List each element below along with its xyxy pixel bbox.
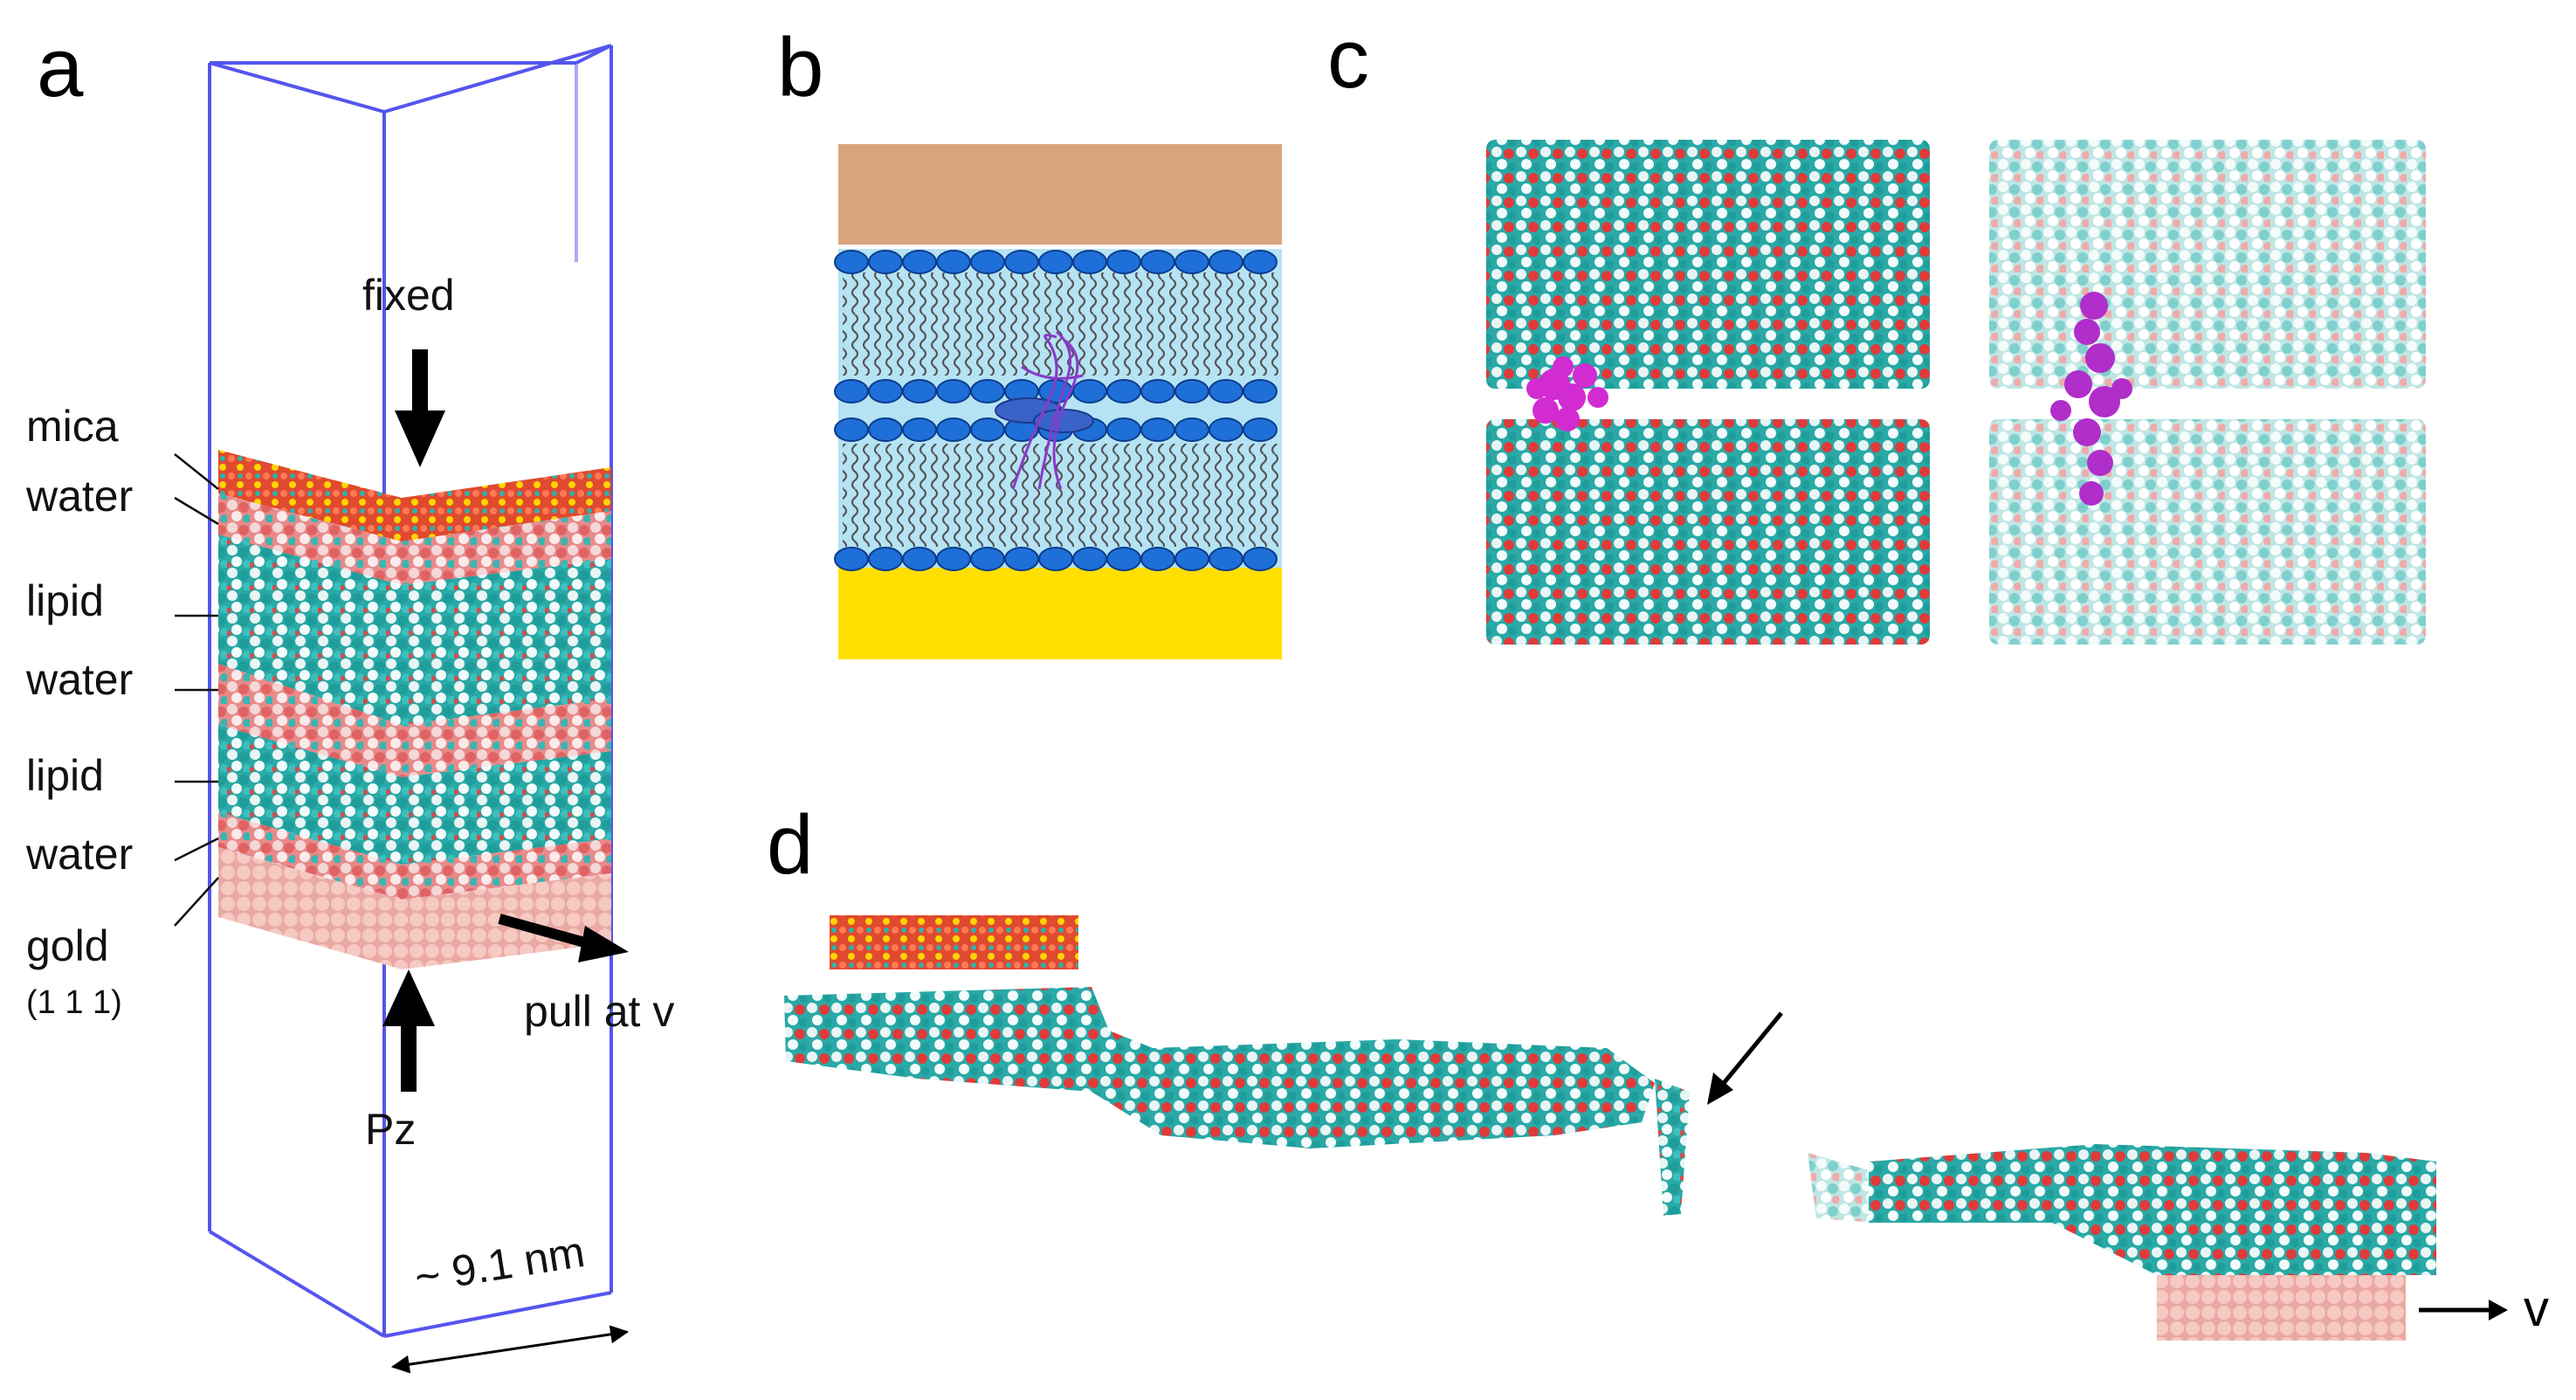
- panel-letter-a: a: [37, 21, 84, 114]
- panel-letter-d: d: [767, 798, 813, 892]
- lipid-headgroup: [1209, 379, 1243, 403]
- fixed-label: fixed: [362, 271, 455, 320]
- lipid-headgroup: [1038, 547, 1073, 571]
- lipid-headgroup: [970, 250, 1005, 274]
- gold-block: [838, 568, 1282, 659]
- lipid-headgroup: [1072, 379, 1107, 403]
- lipid-headgroup: [834, 250, 869, 274]
- rupture-pointer-arrow-icon: [1707, 1011, 1783, 1105]
- layer-label-lipid-1: lipid: [26, 576, 104, 625]
- peptide-cluster-left: [1526, 356, 1608, 431]
- mica-block: [838, 144, 1282, 245]
- lipid-strand: [784, 987, 2436, 1275]
- panel-letter-b: b: [777, 21, 823, 114]
- lipid-headgroup: [834, 547, 869, 571]
- lipid-headgroup: [1004, 250, 1039, 274]
- lipid-headgroup: [1140, 250, 1175, 274]
- peptide-cluster-right: [2050, 292, 2132, 506]
- lipid-headgroup: [1004, 547, 1039, 571]
- pressure-arrow-icon: [382, 969, 435, 1092]
- layer-label-water-3: water: [25, 830, 133, 879]
- panel-c: c: [1327, 12, 2426, 645]
- panel-a: a mica water: [25, 21, 674, 1374]
- lipid-headgroup: [1106, 417, 1141, 442]
- molecular-slab: [218, 450, 611, 969]
- lipid-headgroup: [868, 379, 903, 403]
- lipid-tails: [843, 272, 1279, 547]
- lipid-headgroup: [1038, 250, 1073, 274]
- lipid-headgroup: [1209, 417, 1243, 442]
- width-label: ~ 9.1 nm: [411, 1227, 588, 1302]
- lipid-headgroup: [1106, 250, 1141, 274]
- snapshot-left: [1486, 140, 1930, 645]
- snapshot-right: [1989, 140, 2426, 645]
- panel-d: d v: [767, 798, 2549, 1341]
- lipid-headgroup: [868, 250, 903, 274]
- lipid-headgroup: [970, 379, 1005, 403]
- layer-label-lipid-2: lipid: [26, 751, 104, 800]
- lipid-headgroup: [1140, 417, 1175, 442]
- lipid-headgroup: [1174, 547, 1209, 571]
- lipid-headgroup: [902, 417, 937, 442]
- mica-plate: [830, 915, 1078, 969]
- pull-label: pull at v: [524, 987, 674, 1036]
- layer-label-water-2: water: [25, 655, 133, 704]
- lipid-headgroup: [902, 250, 937, 274]
- lipid-headgroup: [936, 250, 971, 274]
- lipid-headgroup: [1243, 417, 1278, 442]
- lipid-headgroup: [936, 379, 971, 403]
- layer-label-mica: mica: [26, 402, 119, 451]
- lipid-headgroup: [1140, 379, 1175, 403]
- layer-labels: mica water lipid water lipid water gold …: [25, 402, 219, 1021]
- gold-plate: [2157, 1275, 2406, 1341]
- lipid-headgroup: [1140, 547, 1175, 571]
- lipid-headgroup: [970, 417, 1005, 442]
- gold-index-label: (1 1 1): [26, 984, 122, 1021]
- layer-label-water-1: water: [25, 472, 133, 521]
- lipid-headgroup: [902, 379, 937, 403]
- lipid-headgroup: [1174, 250, 1209, 274]
- lipid-headgroup: [936, 547, 971, 571]
- layer-label-gold: gold: [26, 921, 109, 970]
- pressure-label: Pz: [365, 1105, 416, 1154]
- lipid-headgroup: [1209, 250, 1243, 274]
- lipid-headgroup: [1243, 250, 1278, 274]
- panel-b: b: [777, 21, 1282, 659]
- fixed-arrow-icon: [395, 349, 445, 467]
- lipid-headgroup: [834, 379, 869, 403]
- lipid-headgroup: [936, 417, 971, 442]
- lipid-headgroup: [1106, 547, 1141, 571]
- lipid-headgroup: [1174, 417, 1209, 442]
- pull-arrow-icon: [498, 914, 629, 962]
- lipid-headgroup: [868, 417, 903, 442]
- lipid-headgroup: [1072, 547, 1107, 571]
- lipid-headgroup: [1174, 379, 1209, 403]
- lipid-headgroup: [1243, 547, 1278, 571]
- lipid-headgroup: [970, 547, 1005, 571]
- velocity-arrow-icon: [2419, 1300, 2508, 1321]
- lipid-headgroup: [902, 547, 937, 571]
- lipid-headgroup: [1072, 250, 1107, 274]
- peptide-icon: [995, 330, 1094, 490]
- lipid-headgroup: [1209, 547, 1243, 571]
- width-dimension-arrow: [390, 1325, 630, 1374]
- velocity-label: v: [2524, 1280, 2549, 1337]
- lipid-headgroups: [834, 250, 1278, 571]
- lipid-headgroup: [834, 417, 869, 442]
- lipid-headgroup: [1106, 379, 1141, 403]
- lipid-headgroup: [868, 547, 903, 571]
- panel-letter-c: c: [1327, 12, 1369, 106]
- lipid-headgroup: [1243, 379, 1278, 403]
